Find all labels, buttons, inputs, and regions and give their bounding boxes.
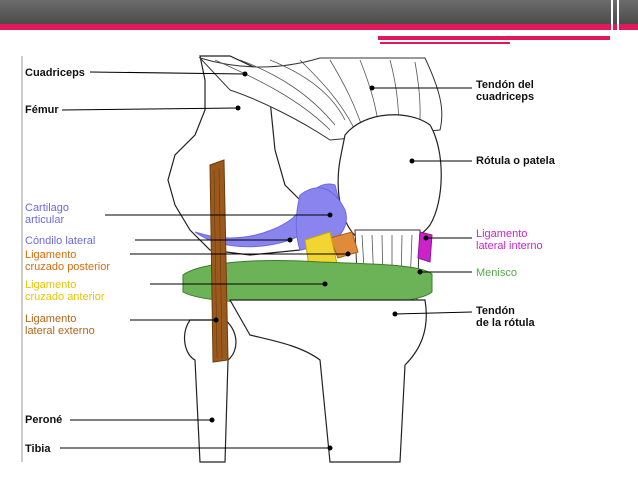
label-tibia: Tibia [25,443,51,455]
accent-line [378,36,610,40]
leader-lines [60,71,473,449]
label-menisco: Menisco [476,267,517,279]
label-tendon-rotula: Tendón de la rótula [476,305,535,329]
patella [337,114,442,246]
label-lig-interno: Ligamento lateral interno [476,228,543,252]
label-tendon-cuadriceps: Tendón del cuadriceps [476,79,535,103]
fibula-bone [183,319,237,463]
label-cuadriceps: Cuadriceps [25,67,85,79]
divider [617,0,619,46]
label-condilo: Cóndilo lateral [25,235,96,247]
accent-line [380,42,510,44]
label-lig-posterior: Ligamento cruzado posterior [25,249,110,273]
tibia-bone [228,299,427,463]
leader-dots [209,71,429,451]
label-femur: Fémur [25,104,59,116]
label-lig-externo: Ligamento lateral externo [25,313,95,337]
accent-line [0,24,638,30]
medial-internal-ligament [417,231,433,263]
label-rotula: Rótula o patela [476,155,555,167]
divider [611,0,613,46]
ligament-fibres [213,167,223,359]
label-cartilago: Cartilago articular [25,202,70,226]
label-perone: Peroné [25,414,63,426]
label-lig-anterior: Ligamento cruzado anterior [25,279,105,303]
header-bar [0,0,638,24]
posterior-cruciate-ligament [329,231,359,259]
lateral-condyle [295,187,347,251]
